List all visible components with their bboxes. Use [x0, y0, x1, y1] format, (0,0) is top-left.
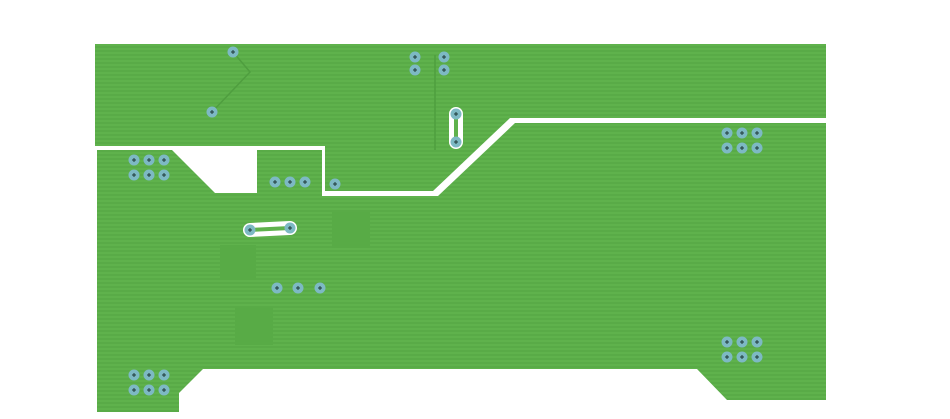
via — [158, 384, 170, 396]
via — [128, 154, 140, 166]
pad-area — [220, 245, 256, 280]
via — [751, 351, 763, 363]
via — [450, 108, 462, 120]
via — [299, 176, 311, 188]
pad-area — [332, 212, 370, 248]
via — [227, 46, 239, 58]
via — [751, 142, 763, 154]
bottom-copper-pour — [97, 123, 826, 412]
via — [284, 176, 296, 188]
via — [158, 169, 170, 181]
via — [143, 384, 155, 396]
via — [158, 154, 170, 166]
via — [292, 282, 304, 294]
via — [314, 282, 326, 294]
via-pair-trace — [243, 221, 297, 237]
via — [751, 336, 763, 348]
via — [158, 369, 170, 381]
via — [736, 351, 748, 363]
via — [128, 169, 140, 181]
via — [438, 51, 450, 63]
via — [128, 384, 140, 396]
via — [721, 351, 733, 363]
via-pair-trace — [449, 107, 463, 149]
via — [143, 154, 155, 166]
via — [736, 127, 748, 139]
via — [244, 224, 256, 236]
via — [751, 127, 763, 139]
via — [143, 369, 155, 381]
trace — [211, 51, 252, 113]
via — [269, 176, 281, 188]
via — [721, 142, 733, 154]
via — [271, 282, 283, 294]
via — [721, 127, 733, 139]
via — [409, 51, 421, 63]
via — [206, 106, 218, 118]
via — [721, 336, 733, 348]
via — [284, 222, 296, 234]
via — [409, 64, 421, 76]
pad-area — [235, 307, 273, 345]
via — [329, 178, 341, 190]
via — [450, 136, 462, 148]
via — [128, 369, 140, 381]
via — [143, 169, 155, 181]
via — [438, 64, 450, 76]
via — [736, 142, 748, 154]
via — [736, 336, 748, 348]
